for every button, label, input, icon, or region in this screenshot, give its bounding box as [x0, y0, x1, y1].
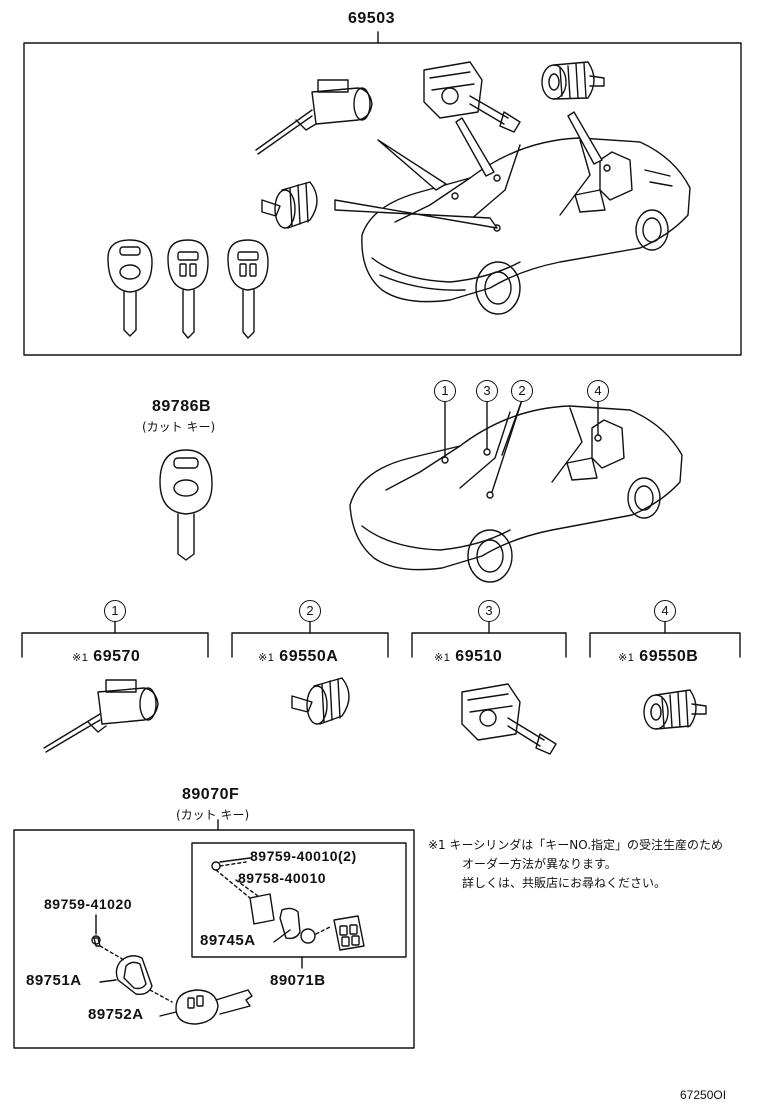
section1-label: ※1 69570 — [72, 648, 140, 666]
pointer-arrows — [334, 111, 603, 229]
ignition-switch-top — [423, 61, 521, 133]
section2-mark: ※1 — [258, 652, 275, 664]
transmitter-exploded — [211, 861, 365, 951]
transmitter-part-number: 89071B — [270, 972, 326, 989]
section3-mark: ※1 — [434, 652, 451, 664]
section4-part-number: 69550B — [639, 648, 699, 665]
battery-part-number: 89745A — [200, 932, 256, 949]
footnote-line-1: ※1 キーシリンダは「キーNO.指定」の受注生産のため — [428, 838, 724, 852]
section4-trunk-cylinder — [643, 689, 707, 730]
assembly-part-number: 69503 — [348, 10, 395, 27]
section2-label: ※1 69550A — [258, 648, 338, 666]
footnote-block: ※1 キーシリンダは「キーNO.指定」の受注生産のため オーダー方法が異なります… — [428, 836, 723, 893]
location-marker-2: 2 — [511, 380, 533, 402]
keys-top — [107, 239, 269, 339]
car-illustration-locations — [349, 399, 683, 583]
section-number-3: 3 — [478, 600, 500, 622]
section-number-1: 1 — [104, 600, 126, 622]
section1-part-number: 69570 — [93, 648, 141, 665]
door-cylinder-top — [255, 79, 373, 155]
kit-frame — [13, 829, 415, 1049]
section1-mark: ※1 — [72, 652, 89, 664]
section4-mark: ※1 — [618, 652, 635, 664]
location-marker-1: 1 — [434, 380, 456, 402]
key-body-part-number: 89752A — [88, 1006, 144, 1023]
cover-part-number: 89751A — [26, 972, 82, 989]
case-part-number: 89758-40010 — [238, 870, 327, 886]
key-cut-caption: (カット キー) — [142, 420, 216, 434]
assembly-frame — [23, 42, 742, 356]
screw-long-part-number: 89759-40010(2) — [250, 848, 357, 864]
footnote-line-2: オーダー方法が異なります。 — [462, 857, 617, 871]
transmitter-key-part-number: 89070F — [182, 786, 240, 803]
trunk-cylinder-top — [541, 61, 605, 100]
section3-ignition-switch — [461, 683, 557, 755]
section3-label: ※1 69510 — [434, 648, 502, 666]
section-number-2: 2 — [299, 600, 321, 622]
transmitter-key-caption: (カット キー) — [176, 808, 250, 822]
section-brackets — [21, 621, 741, 658]
screw-short-part-number: 89759-41020 — [44, 896, 133, 912]
transmitter-frame — [191, 842, 407, 958]
label-leaders — [95, 857, 291, 1017]
key-cut-illustration — [159, 449, 213, 561]
location-marker-4: 4 — [587, 380, 609, 402]
section1-door-cylinder — [43, 679, 159, 753]
section3-part-number: 69510 — [455, 648, 503, 665]
section4-label: ※1 69550B — [618, 648, 698, 666]
section2-glove-cylinder — [291, 677, 350, 725]
location-marker-3: 3 — [476, 380, 498, 402]
footnote-mark: ※1 — [428, 838, 446, 852]
key-exploded — [91, 935, 253, 1025]
section-number-4: 4 — [654, 600, 676, 622]
car-illustration-top — [361, 137, 691, 315]
section2-part-number: 69550A — [279, 648, 339, 665]
figure-code: 67250OI — [680, 1088, 727, 1102]
footnote-line-3: 詳しくは、共販店にお尋ねください。 — [462, 876, 667, 890]
glove-cylinder-top — [261, 181, 318, 229]
key-cut-part-number: 89786B — [152, 398, 212, 415]
